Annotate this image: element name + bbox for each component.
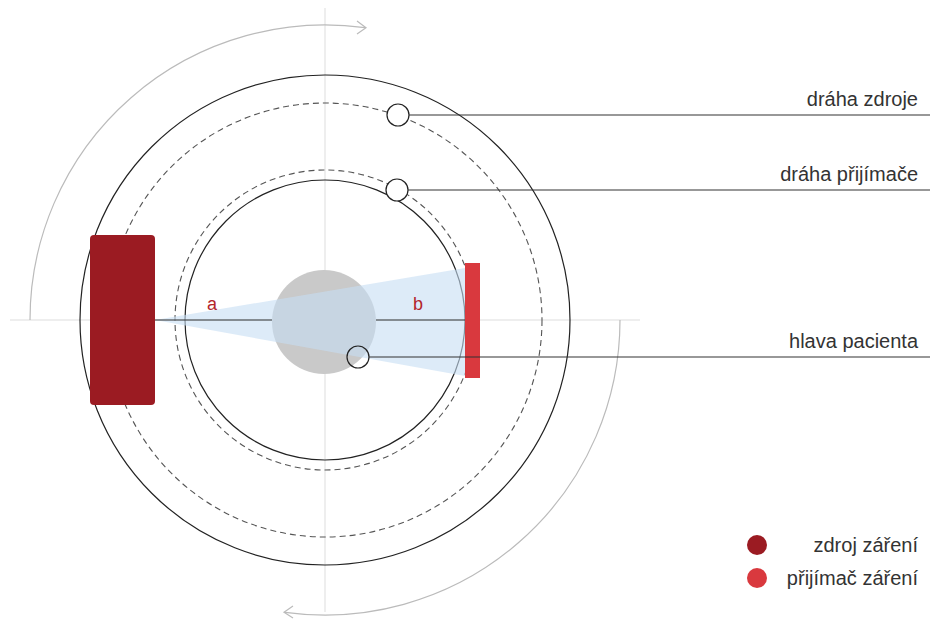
legend-swatch — [747, 535, 767, 555]
callout-label: dráha přijímače — [780, 163, 918, 186]
source-path — [108, 103, 542, 537]
leader-line — [409, 114, 930, 115]
arrow-head — [284, 606, 293, 618]
callout-label: hlava pacienta — [789, 330, 918, 353]
distance-b — [376, 319, 465, 320]
outer-housing — [80, 75, 570, 565]
legend-label: zdroj záření — [814, 534, 919, 557]
callout-label: dráha zdroje — [807, 88, 918, 111]
legend-swatch — [747, 568, 767, 588]
radiation-receiver — [465, 263, 480, 378]
leader-line — [408, 189, 930, 190]
distance-letter: a — [207, 294, 217, 315]
xray-beam — [155, 268, 465, 376]
callout-circle — [347, 346, 369, 368]
leader-line — [369, 356, 930, 357]
arrow-head — [357, 21, 366, 34]
distance-letter: b — [413, 294, 423, 315]
legend-label: přijímač záření — [787, 567, 918, 590]
radiation-source — [90, 235, 155, 405]
distance-a — [155, 319, 272, 320]
callout-circle — [386, 179, 408, 201]
callout-circle — [387, 104, 409, 126]
